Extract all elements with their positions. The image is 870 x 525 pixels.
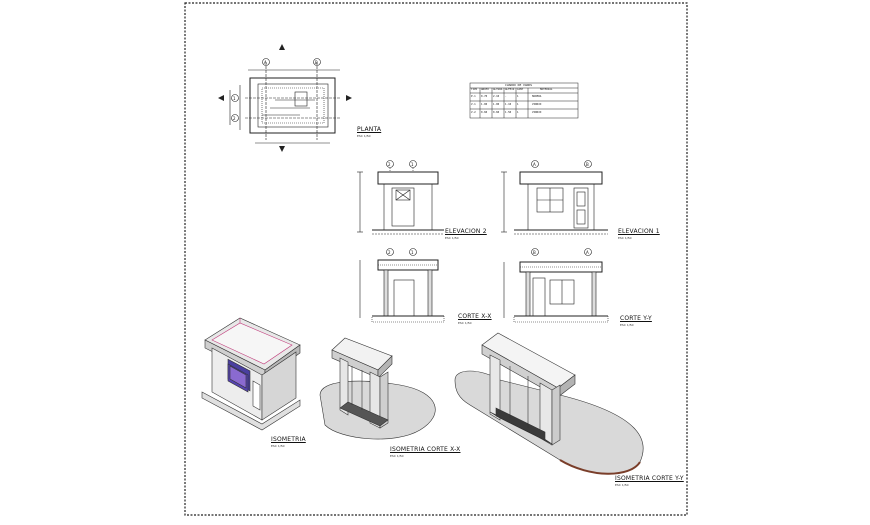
table-cell: 0.70	[481, 95, 488, 98]
axis-label-b-plan: B	[315, 60, 318, 65]
sheet-border	[184, 2, 688, 516]
table-cell: 0.60	[481, 111, 488, 114]
isometric-view	[201, 317, 301, 431]
scale-planta: ESC 1/50	[357, 134, 371, 138]
label-isometria-corte-xx: ISOMETRIA CORTE X-X	[390, 446, 461, 453]
axis-label-2-cxx: 2	[388, 250, 391, 255]
table-cell: 1.50	[505, 111, 512, 114]
table-cell: -	[505, 95, 507, 98]
table-header-cell: MATERIAL	[540, 88, 553, 91]
table-header-cell: TIPO	[471, 88, 478, 91]
table-header-cell: ALFEIZ	[505, 88, 515, 91]
table-cell: VIDRIO	[532, 103, 542, 106]
label-corte-xx: CORTE X-X	[458, 313, 492, 320]
table-cell: 1.10	[505, 103, 512, 106]
axis-label-a-cyy: A	[586, 250, 589, 255]
axis-label-1-plan: 1	[233, 96, 236, 101]
table-header-cell: CANT	[517, 88, 524, 91]
table-cell: 2.10	[493, 95, 500, 98]
scale-elevacion-1: ESC 1/50	[618, 236, 632, 240]
scale-elevacion-2: ESC 1/50	[445, 236, 459, 240]
axis-label-2-elev2: 2	[388, 162, 391, 167]
table-title: CUADRO DE VANOS	[505, 83, 533, 87]
section-xx	[359, 248, 445, 323]
table-cell: 1	[517, 111, 519, 114]
label-elevacion-2: ELEVACION 2	[445, 228, 487, 235]
floor-plan	[229, 58, 340, 144]
section-yy	[503, 248, 609, 323]
table-cell: 1.00	[493, 103, 500, 106]
table-cell: V-2	[471, 111, 476, 114]
table-cell: MADERA	[532, 95, 542, 98]
axis-label-a-elev1: A	[533, 162, 536, 167]
elevation-2	[357, 160, 444, 235]
table-cell: P-1	[471, 95, 476, 98]
label-elevacion-1: ELEVACION 1	[618, 228, 660, 235]
table-header-cell: ALTURA	[493, 88, 503, 91]
scale-corte-yy: ESC 1/50	[620, 323, 634, 327]
label-planta: PLANTA	[357, 126, 382, 133]
isometric-section-xx	[319, 337, 436, 440]
scale-corte-xx: ESC 1/50	[458, 321, 472, 325]
section-marker-icon-3	[279, 146, 285, 152]
label-corte-yy: CORTE Y-Y	[620, 315, 652, 322]
axis-label-b-cyy: B	[533, 250, 536, 255]
table-cell: 0.60	[493, 111, 500, 114]
table-cell: 1.00	[481, 103, 488, 106]
section-marker-icon	[218, 95, 224, 101]
isometric-section-yy	[454, 332, 644, 475]
section-marker-icon-2	[346, 95, 352, 101]
label-isometria-corte-yy: ISOMETRIA CORTE Y-Y	[615, 475, 684, 482]
table-header-cell: ANCHO	[481, 88, 489, 91]
table-cell: 1	[517, 95, 519, 98]
table-cell: V-1	[471, 103, 476, 106]
label-isometria: ISOMETRIA	[271, 436, 306, 443]
scale-isometria-corte-xx: ESC 1/50	[390, 454, 404, 458]
table-cell: 1	[517, 103, 519, 106]
scale-isometria: ESC 1/50	[271, 444, 285, 448]
axis-label-a-plan: A	[264, 60, 267, 65]
axis-label-1-elev2: 1	[411, 162, 414, 167]
elevation-1	[501, 160, 608, 235]
scale-isometria-corte-yy: ESC 1/50	[615, 483, 629, 487]
table-cell: VIDRIO	[532, 111, 542, 114]
openings-table	[469, 82, 579, 119]
axis-label-1-cxx: 1	[411, 250, 414, 255]
axis-label-b-elev1: B	[586, 162, 589, 167]
axis-label-2-plan: 2	[233, 116, 236, 121]
north-arrow-icon	[279, 44, 285, 50]
